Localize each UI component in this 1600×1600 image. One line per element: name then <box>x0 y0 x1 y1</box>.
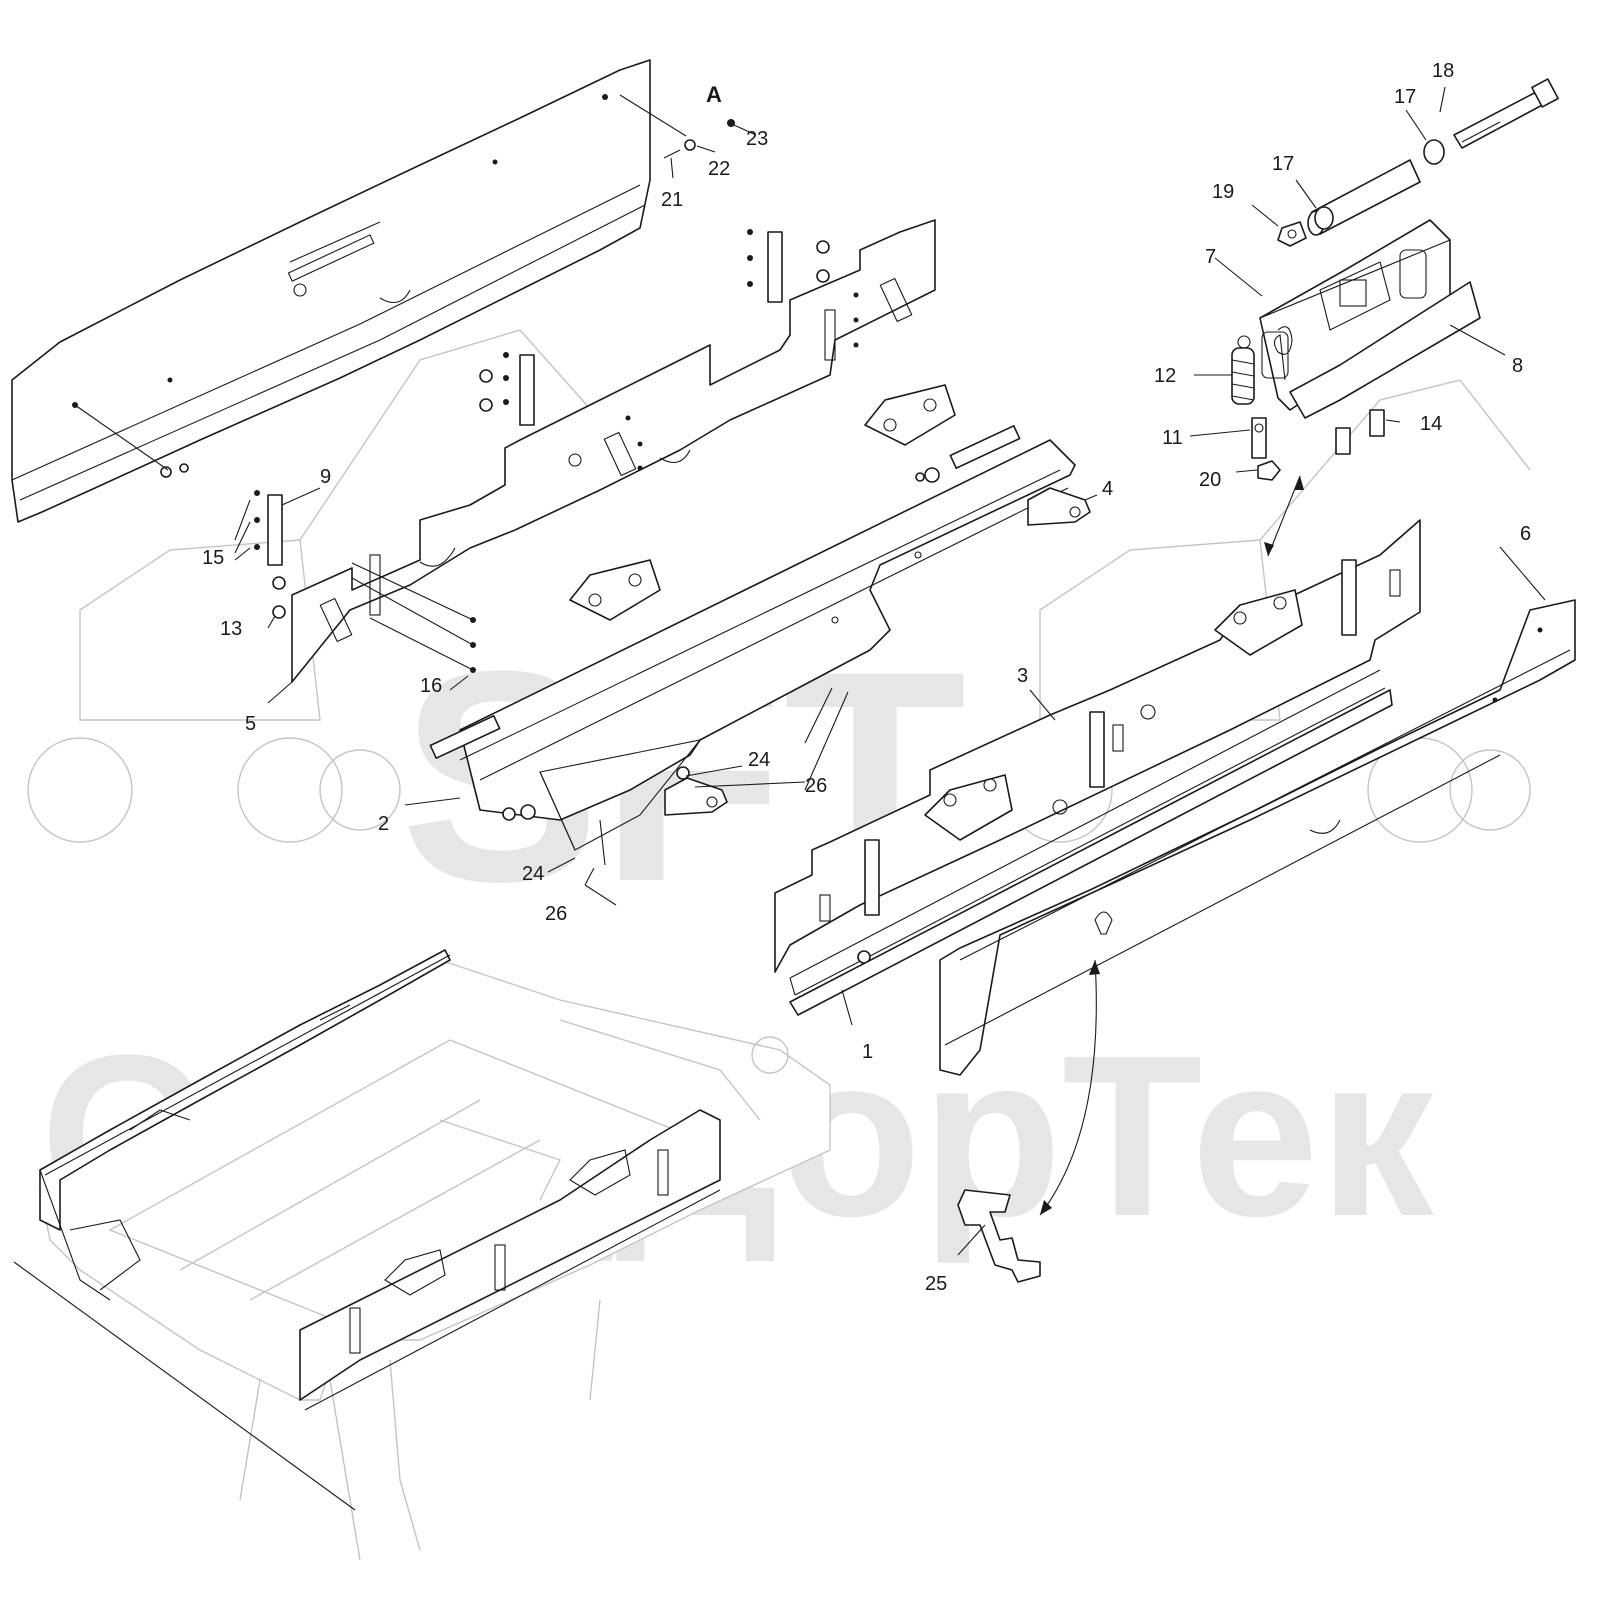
hinge-spring-left <box>1261 326 1293 381</box>
callout-21: 21 <box>661 189 683 211</box>
watermark-excavator-left <box>27 329 601 843</box>
lower-middle-rail <box>429 425 1076 851</box>
callout-12: 12 <box>1154 365 1176 387</box>
machine-frame-context <box>39 959 831 1561</box>
callout-7: 7 <box>1205 246 1216 268</box>
hinge-spring-right <box>1399 249 1427 299</box>
callout-20: 20 <box>1199 469 1221 491</box>
callout-19: 19 <box>1212 181 1234 203</box>
hinge-bracket-upper <box>1027 487 1091 526</box>
callout-25: 25 <box>925 1273 947 1295</box>
assembly-arrow-lower <box>1039 959 1100 1216</box>
hinge-bracket-lower <box>664 777 728 816</box>
hinge-assembly <box>1259 219 1481 419</box>
callout-9: 9 <box>320 466 331 488</box>
assembly-arrow-upper <box>1264 475 1304 557</box>
callout-15: 15 <box>202 547 224 569</box>
callout-3: 3 <box>1017 665 1028 687</box>
callout-26-lower: 26 <box>545 903 567 925</box>
fasteners <box>160 119 940 673</box>
middle-bulkhead-plate <box>291 219 936 683</box>
hinge-bushing-lower <box>1314 206 1334 230</box>
lower-side-cover <box>939 599 1576 1076</box>
callout-6: 6 <box>1520 523 1531 545</box>
leader-lines <box>74 86 1546 1256</box>
callout-24-lower: 24 <box>522 863 544 885</box>
view-label-a: A <box>706 82 722 107</box>
callout-13: 13 <box>220 618 242 640</box>
mounting-bracket-middle <box>519 354 535 426</box>
callout-11: 11 <box>1162 427 1183 449</box>
hinge-nut <box>1277 221 1307 247</box>
callout-17-upper: 17 <box>1394 86 1416 108</box>
callout-16: 16 <box>420 675 442 697</box>
installed-right-frame-panel <box>299 1109 721 1411</box>
context-leader-lines <box>13 1261 356 1511</box>
callout-24-upper: 24 <box>748 749 770 771</box>
callout-8: 8 <box>1512 355 1523 377</box>
hinge-pin-bolt <box>1453 78 1559 149</box>
latch-assembly-1 <box>569 559 661 621</box>
callout-2: 2 <box>378 813 389 835</box>
eye-bolt <box>1251 417 1267 459</box>
callout-23: 23 <box>746 128 768 150</box>
cap-screws <box>1335 409 1385 455</box>
callout-labels: A 23 22 21 18 17 17 19 7 8 12 11 20 14 4… <box>202 60 1531 1295</box>
tension-spring <box>1231 335 1255 405</box>
mounting-bracket-left <box>267 494 283 566</box>
callout-14: 14 <box>1420 413 1442 435</box>
callout-26-upper: 26 <box>805 775 827 797</box>
callout-1: 1 <box>862 1041 873 1063</box>
eye-bolt-nut <box>1257 460 1281 481</box>
hinge-bushing-upper <box>1423 139 1445 165</box>
installed-left-frame-panel <box>39 949 451 1301</box>
latch-assembly-2 <box>864 384 956 446</box>
callout-17-lower: 17 <box>1272 153 1294 175</box>
upper-cover-panel <box>11 59 651 523</box>
callout-4: 4 <box>1102 478 1113 500</box>
lower-rail-strip <box>789 689 1393 1016</box>
mounting-bracket-right <box>767 231 783 303</box>
callout-22: 22 <box>708 158 730 180</box>
callout-18: 18 <box>1432 60 1454 82</box>
callout-5: 5 <box>245 713 256 735</box>
rubber-gasket <box>957 1189 1041 1283</box>
right-frame-panel <box>774 519 1421 996</box>
